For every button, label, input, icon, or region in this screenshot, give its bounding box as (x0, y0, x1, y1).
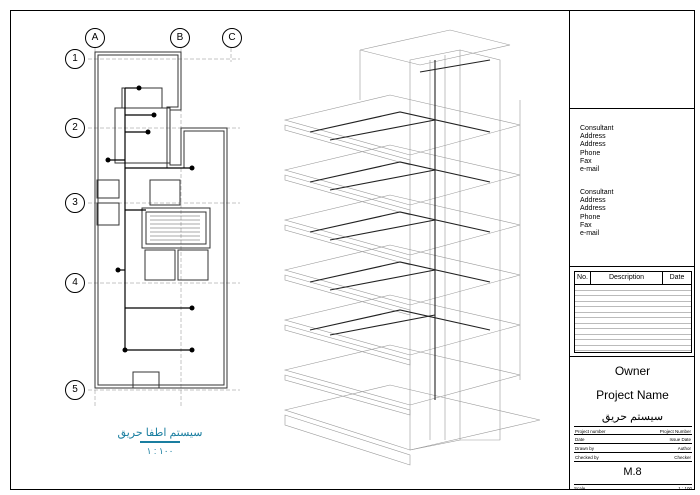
revision-description-header: Description (591, 272, 663, 284)
revision-date-header: Date (669, 274, 685, 281)
drawing-frame (10, 10, 695, 490)
revision-table: No. Description Date (574, 271, 692, 353)
logo-box (570, 10, 695, 109)
grid-column-b-label: B (170, 28, 190, 48)
consultant-block-2: Consultant Address Address Phone Fax e-m… (580, 189, 614, 238)
revision-table-header: No. Description Date (575, 272, 691, 285)
grid-row-1-label: 1 (65, 49, 85, 69)
grid-row-4-label: 4 (65, 273, 85, 293)
grid-column-a-label: A (85, 28, 105, 48)
project-name: Project Name (596, 388, 669, 402)
grid-row-3-label: 3 (65, 193, 85, 213)
plan-title: سیستم اطفا حریق (117, 427, 203, 439)
title-block: Consultant Address Address Phone Fax e-m… (569, 10, 695, 491)
drawing-title: سیستم حریق (601, 411, 664, 423)
revision-no-header: No. (575, 272, 591, 284)
consultant-block-1: Consultant Address Address Phone Fax e-m… (580, 125, 614, 174)
owner-label: Owner (614, 364, 651, 378)
plan-title-underline (140, 441, 180, 443)
revision-box (570, 267, 695, 357)
plan-scale: ۱ : ۱۰۰ (146, 446, 174, 456)
grid-row-2-label: 2 (65, 118, 85, 138)
grid-row-5-label: 5 (65, 380, 85, 400)
sheet-number: M.8 (623, 466, 642, 478)
grid-column-c-label: C (222, 28, 242, 48)
consultants-box (570, 109, 695, 267)
